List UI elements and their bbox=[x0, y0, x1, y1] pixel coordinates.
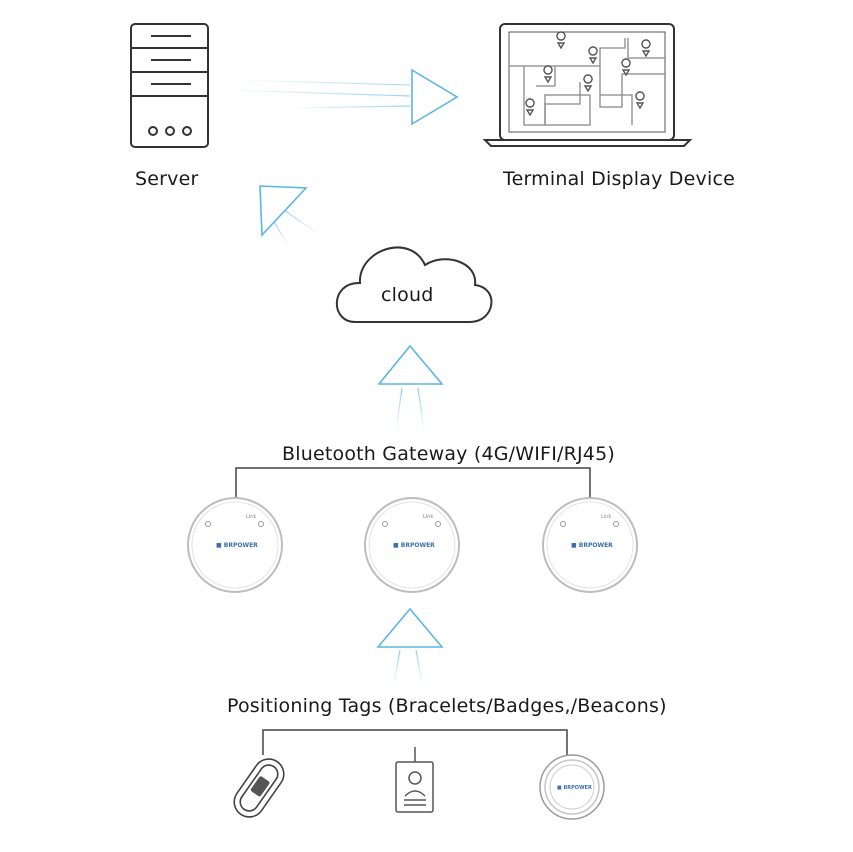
arrow-gateway-to-cloud bbox=[377, 344, 444, 431]
arrow-cloud-to-server bbox=[259, 185, 321, 246]
badge-icon bbox=[395, 747, 434, 813]
beacon-icon: ■ BRPOWER bbox=[539, 754, 605, 820]
server-icon bbox=[130, 23, 209, 148]
gateway-brand-label: ■ BRPOWER bbox=[393, 542, 435, 549]
terminal-label: Terminal Display Device bbox=[503, 168, 735, 190]
arrow-server-to-terminal bbox=[224, 68, 459, 126]
gateway-led-label: Link bbox=[601, 514, 611, 520]
gateway-led-label: Link bbox=[246, 514, 256, 520]
gateway-bracket bbox=[235, 467, 591, 497]
gateway-icon bbox=[542, 497, 638, 593]
server-label: Server bbox=[135, 168, 199, 190]
gateway-led-label: Link bbox=[423, 514, 433, 520]
beacon-brand-label: ■ BRPOWER bbox=[557, 785, 592, 791]
tags-bracket bbox=[262, 729, 568, 755]
gateway-brand-label: ■ BRPOWER bbox=[571, 542, 613, 549]
bracelet-icon bbox=[233, 758, 285, 818]
cloud-label: cloud bbox=[381, 284, 434, 306]
cloud-icon bbox=[335, 246, 493, 323]
gateway-label: Bluetooth Gateway (4G/WIFI/RJ45) bbox=[282, 443, 615, 465]
laptop-icon bbox=[482, 23, 693, 147]
gateway-brand-label: ■ BRPOWER bbox=[216, 542, 258, 549]
tags-label: Positioning Tags (Bracelets/Badges,/Beac… bbox=[227, 695, 667, 717]
gateway-icon bbox=[364, 497, 460, 593]
gateway-icon bbox=[187, 497, 283, 593]
arrow-tags-to-gateway bbox=[376, 607, 444, 685]
